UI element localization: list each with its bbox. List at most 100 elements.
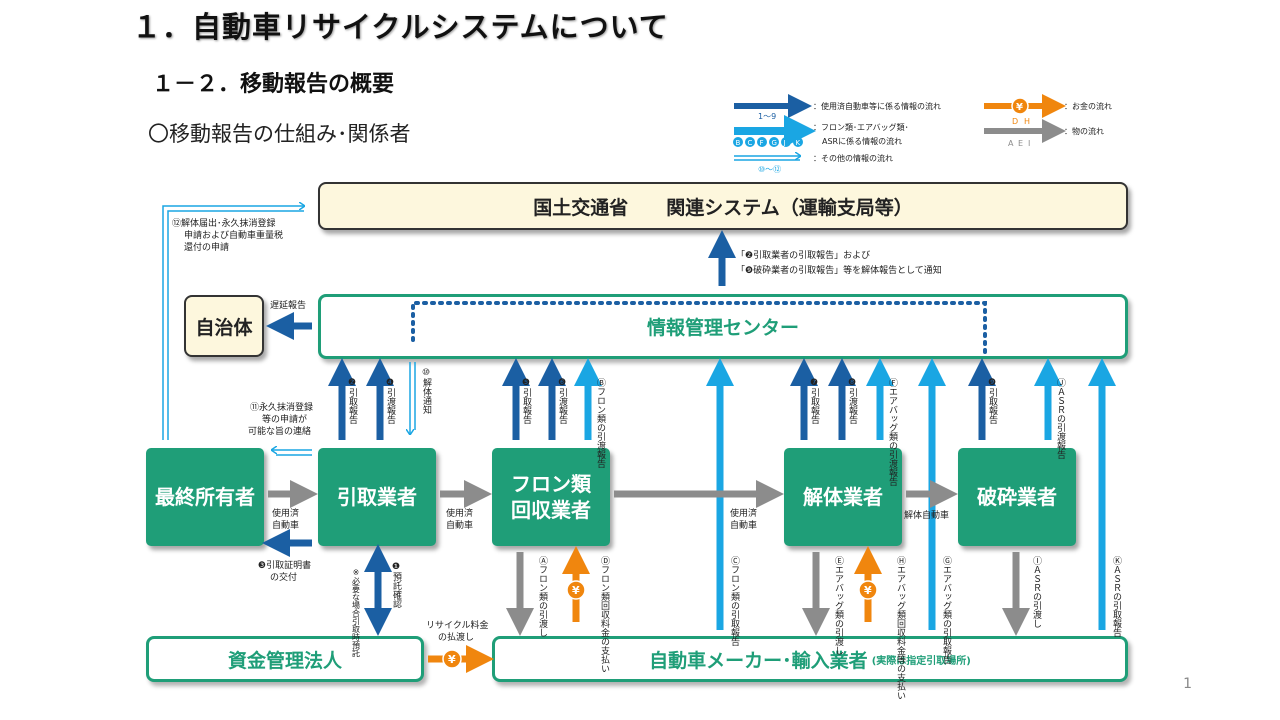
vE-label: Ⓔエアバッグ類の引渡し <box>833 556 844 655</box>
v1-label: ❶預託確認 <box>391 562 402 609</box>
legend-money-text: ：お金の流れ <box>1064 101 1112 111</box>
vG-label: Ⓖエアバッグ類の引取報告 <box>941 556 952 665</box>
vH-label: Ⓗエアバッグ類回収料金等の支払い <box>895 556 906 700</box>
v8-label: ❽引渡報告 <box>847 378 858 425</box>
badge-c-text: C <box>748 139 753 147</box>
mlit-label: 国土交通省 関連システム（運輸支局等） <box>533 196 913 219</box>
v4-label: ❹引渡報告 <box>385 378 396 425</box>
l12-line1: ⑫解体届出･永久抹消登録 <box>172 217 276 229</box>
dismantler-box: 解体業者 <box>784 448 902 546</box>
badge-b-text: B <box>736 139 741 147</box>
cert-line1: ❸引取証明書 <box>258 559 311 571</box>
l12-line2: 申請および自動車重量税 <box>184 229 283 241</box>
d-yen: ¥ <box>572 584 580 597</box>
legend-parts-badges: B C F G J K <box>733 137 803 147</box>
freon-collector-box: フロン類 回収業者 <box>492 448 610 546</box>
recycle-fee-line2: の払渡し <box>438 631 474 643</box>
legend-info-badge: 1〜9 <box>758 112 776 121</box>
vA-label: Ⓐフロン類の引渡し <box>537 556 548 637</box>
legend-goods-badge-a: A <box>1008 139 1014 148</box>
badge-k <box>793 137 803 147</box>
maker-label: 自動車メーカー･輸入業者 <box>649 649 868 672</box>
shredder-box: 破砕業者 <box>958 448 1076 546</box>
arrow-12-inner <box>167 210 304 440</box>
local-gov-label: 自治体 <box>195 316 253 339</box>
v-note-label: ※必要な場合引取時預託 <box>352 568 361 657</box>
v9-label: ❾引取報告 <box>987 378 998 425</box>
badge-f <box>757 137 767 147</box>
badge-j-text: J <box>783 139 786 147</box>
vJ-label: ⒿＡＳＲの引渡報告 <box>1055 378 1066 460</box>
shredder-label: 破砕業者 <box>977 485 1057 509</box>
badge-b <box>733 137 743 147</box>
recycle-fee-yen: ¥ <box>448 653 456 666</box>
badge-f-text: F <box>760 139 764 147</box>
used-car-label-1a: 使用済 <box>272 507 299 519</box>
legend-other-text: ：その他の情報の流れ <box>813 153 893 163</box>
section-heading: 〇移動報告の仕組み･関係者 <box>148 122 411 146</box>
l12-line3: 還付の申請 <box>184 241 229 253</box>
legend-goods-text: ：物の流れ <box>1064 126 1104 136</box>
v2-label: ❷引取報告 <box>347 378 358 425</box>
vI-label: ⒾＡＳＲの引渡し <box>1031 556 1042 628</box>
freon-label-1: フロン類 <box>511 472 591 496</box>
badge-c <box>745 137 755 147</box>
used-car-label-2b: 自動車 <box>446 519 473 531</box>
h-yen-icon <box>858 580 878 600</box>
v7-label: ❼引取報告 <box>809 378 820 425</box>
v10-label: ⑩解体通知 <box>421 368 432 415</box>
page-title: １．自動車リサイクルシステムについて <box>132 10 669 44</box>
mlit-box: 国土交通省 関連システム（運輸支局等） <box>318 182 1128 230</box>
d-yen-icon <box>566 580 586 600</box>
vF-label: Ⓕエアバッグ類の引渡報告 <box>887 378 898 487</box>
legend-money-badge-h: H <box>1024 117 1030 126</box>
legend-parts-text-2: ASRに係る情報の流れ <box>822 136 902 146</box>
final-owner-label: 最終所有者 <box>155 485 255 509</box>
recycle-fee-line1: リサイクル料金 <box>426 619 489 631</box>
page-subtitle: １－２．移動報告の概要 <box>152 72 395 97</box>
page-number: 1 <box>1183 676 1192 692</box>
report-to-mlit-2: 「❾破砕業者の引取報告」等を解体報告として通知 <box>736 264 942 276</box>
legend-yen-text: ¥ <box>1016 102 1023 113</box>
local-gov-box: 自治体 <box>184 295 264 357</box>
info-center-box: 情報管理センター <box>318 294 1128 359</box>
legend-goods-badge-e: E <box>1018 139 1023 148</box>
l11-line1: ⑪永久抹消登録 <box>250 401 313 413</box>
dismantler-label: 解体業者 <box>803 485 883 509</box>
arrow-12 <box>162 206 304 440</box>
freon-label-2: 回収業者 <box>511 498 591 522</box>
fund-box: 資金管理法人 <box>146 636 424 682</box>
badge-g <box>769 137 779 147</box>
legend-info-text: ：使用済自動車等に係る情報の流れ <box>813 101 941 111</box>
legend: 1〜9 ：使用済自動車等に係る情報の流れ ：フロン類･エアバッグ類･ ASRに係… <box>733 94 1112 174</box>
v5-label: ❺引取報告 <box>521 378 532 425</box>
collector-label: 引取業者 <box>337 485 417 509</box>
used-car-label-3a: 使用済 <box>730 507 757 519</box>
badge-j <box>781 137 791 147</box>
vB-label: Ⓑフロン類の引渡報告 <box>595 378 606 469</box>
vK-label: ⓀＡＳＲの引取報告 <box>1111 556 1122 638</box>
cert-line2: の交付 <box>270 571 297 583</box>
l11-line3: 可能な旨の連絡 <box>248 425 311 437</box>
v6-label: ❻引渡報告 <box>557 378 568 425</box>
fund-label: 資金管理法人 <box>227 649 342 672</box>
l11-line2: 等の申請が <box>262 413 307 425</box>
badge-g-text: G <box>772 139 777 147</box>
report-to-mlit-1: 「❷引取業者の引取報告」および <box>736 249 870 261</box>
info-center-label: 情報管理センター <box>646 317 799 339</box>
used-car-label-1b: 自動車 <box>272 519 299 531</box>
legend-other-badge: ⑩～⑫ <box>758 165 781 174</box>
legend-goods-badge-i: I <box>1028 139 1030 148</box>
collector-box: 引取業者 <box>318 448 436 546</box>
h-yen: ¥ <box>864 584 872 597</box>
legend-money-badge-d: D <box>1012 117 1018 126</box>
legend-yen-icon <box>1011 97 1029 115</box>
delay-report-label: 遅延報告 <box>270 299 306 311</box>
dismantled-car-label: 解体自動車 <box>904 509 949 521</box>
recycle-fee-yen-icon <box>442 649 462 669</box>
vD-label: Ⓓフロン類回収料金の支払い <box>599 556 610 673</box>
final-owner-box: 最終所有者 <box>146 448 264 546</box>
used-car-label-2a: 使用済 <box>446 507 473 519</box>
badge-k-text: K <box>796 139 801 147</box>
